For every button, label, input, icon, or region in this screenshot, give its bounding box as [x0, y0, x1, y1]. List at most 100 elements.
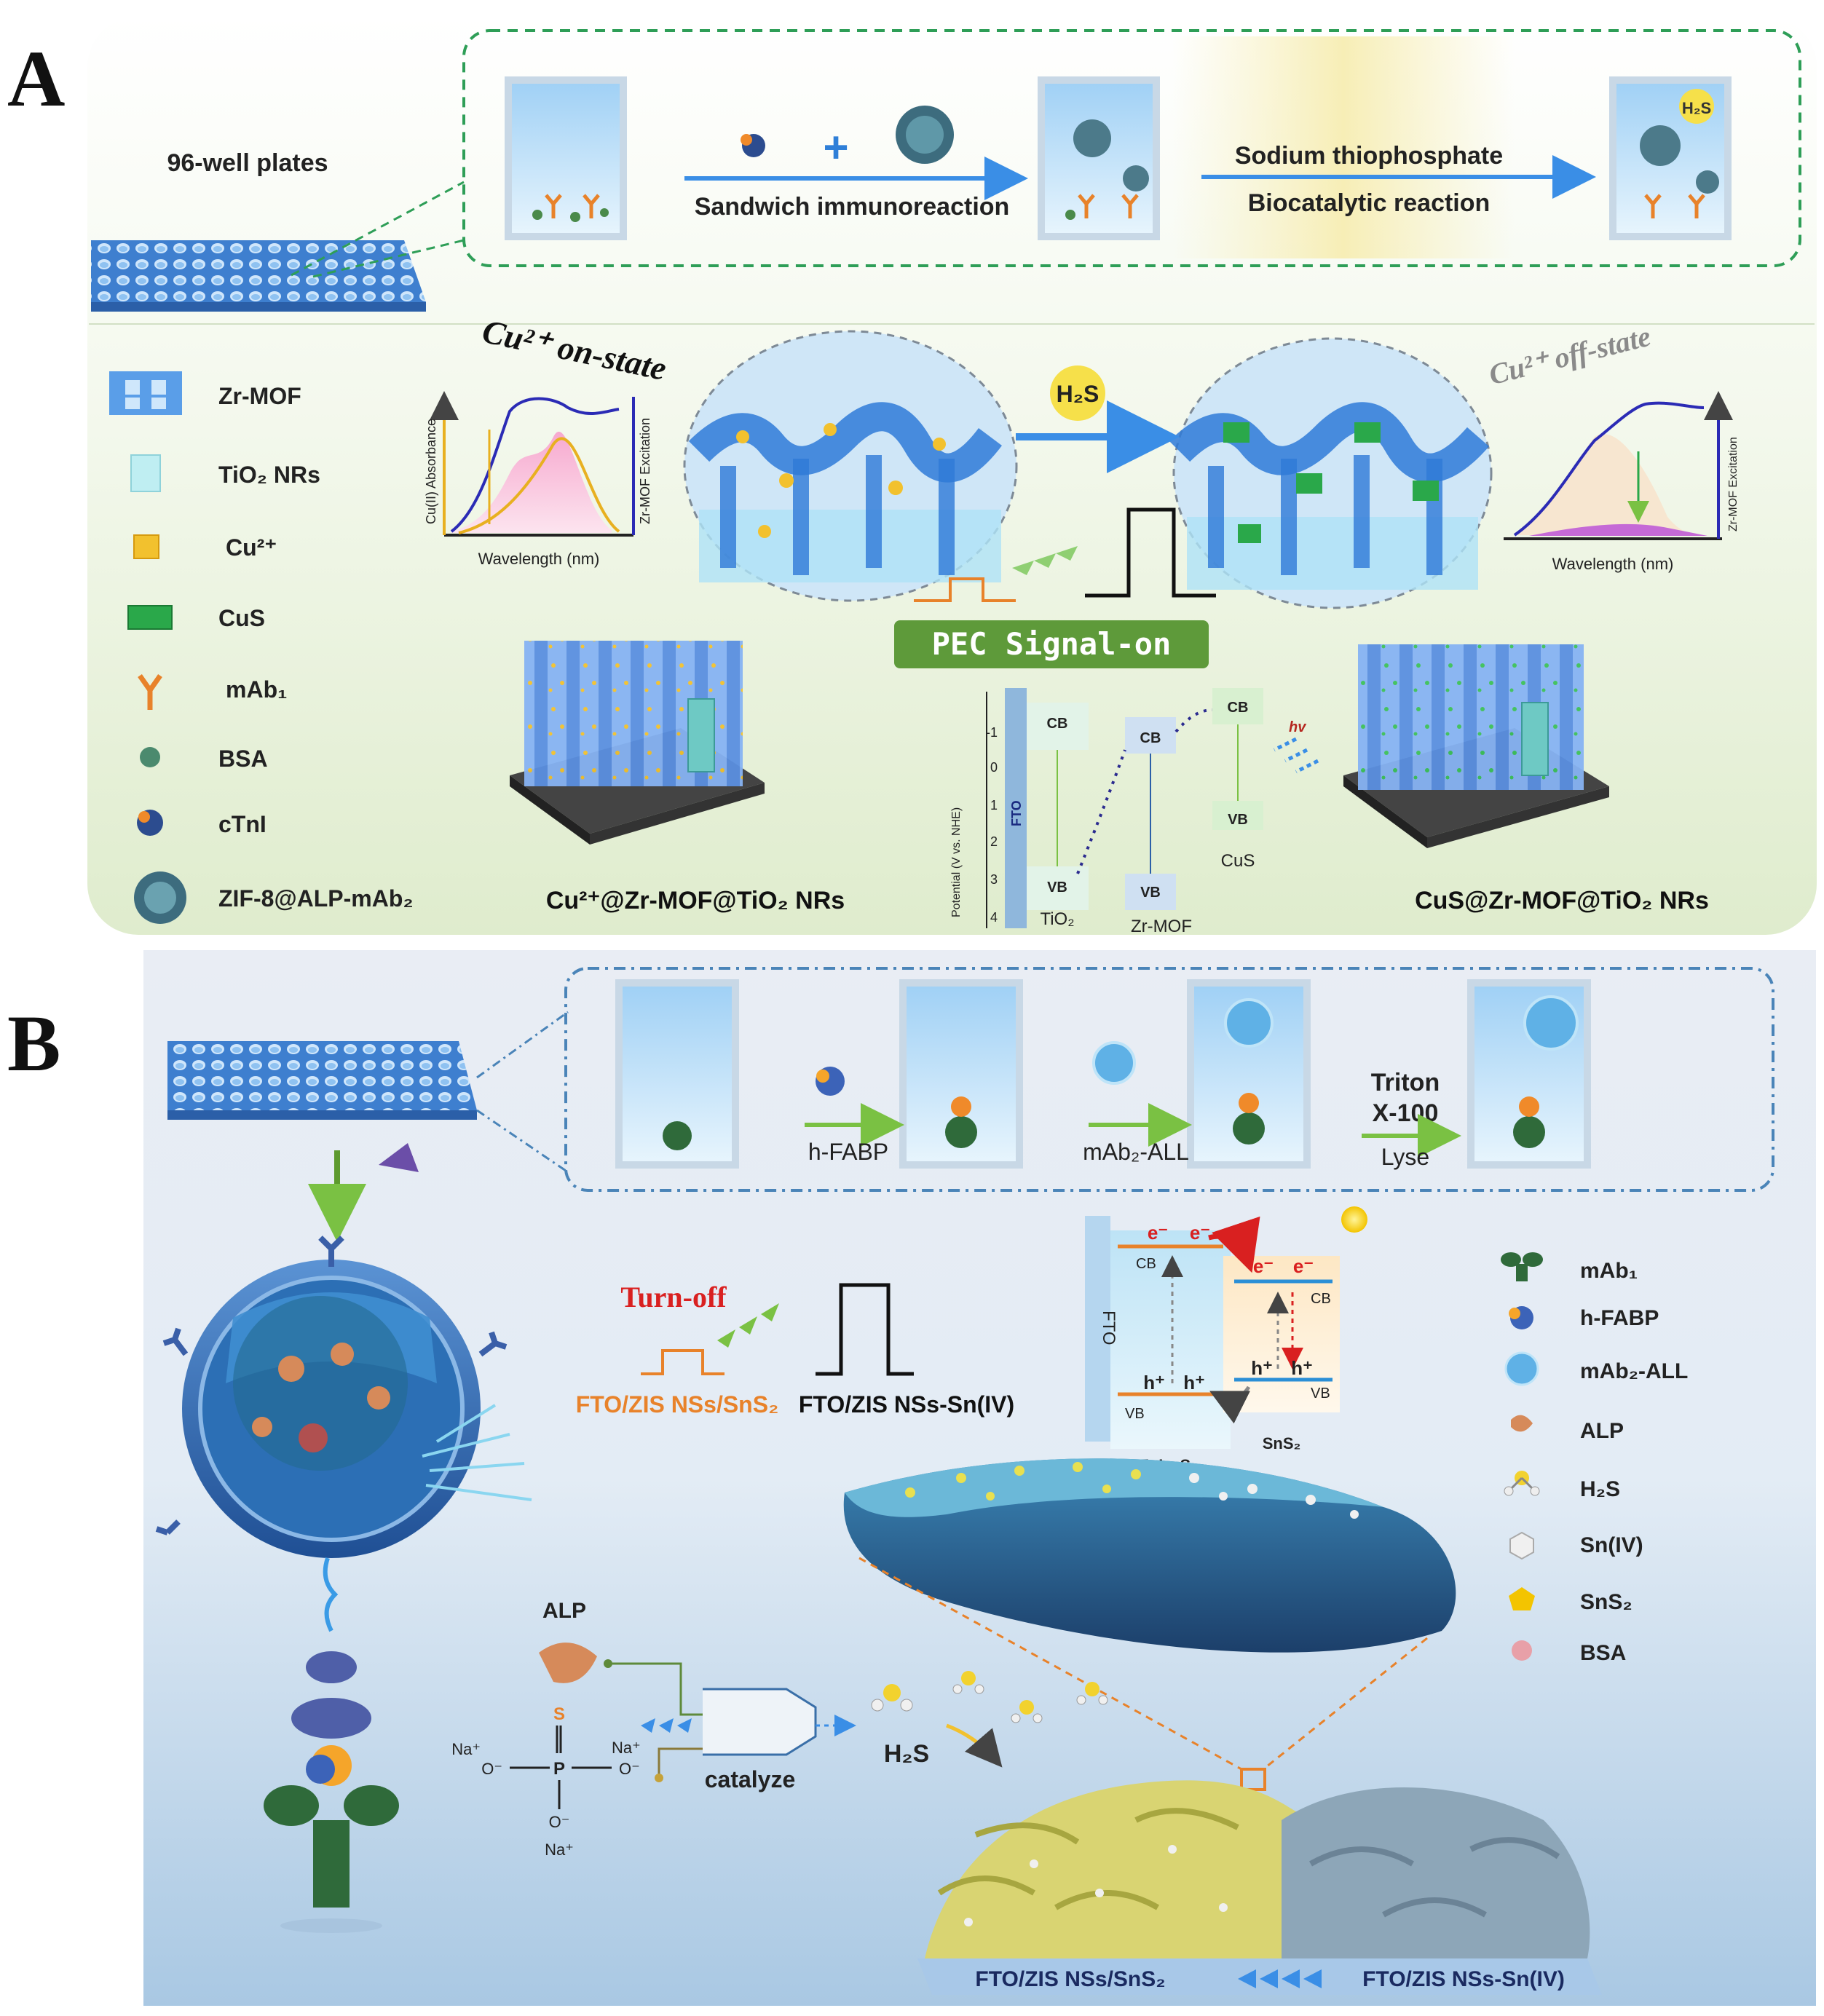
tio2-label: TiO₂ — [1040, 909, 1074, 929]
legend-b-mab1-icon — [1501, 1252, 1543, 1281]
left-spectrum-y2label: Zr-MOF Excitation — [638, 418, 652, 524]
plate-label-a: 96-well plates — [167, 149, 328, 177]
legend-b-mab2all-icon — [1504, 1351, 1539, 1386]
electron-transfer-arrow — [1208, 1216, 1260, 1273]
substrate-connector — [658, 1747, 703, 1778]
legend-mab1-icon — [138, 673, 162, 710]
step2-label-b: mAb₂-ALL — [1083, 1139, 1189, 1165]
legend-b-label-4: H₂S — [1580, 1477, 1620, 1501]
well-plate-a — [91, 240, 426, 312]
immunoreaction-box-a — [462, 29, 1801, 267]
light-arrows-a — [1273, 737, 1319, 774]
cus-cb-label: CB — [1228, 700, 1249, 716]
well-a1 — [505, 76, 627, 240]
legend-a-label-6: cTnI — [218, 811, 267, 837]
band-h2: h⁺ — [1183, 1372, 1205, 1394]
turn-off-small-pulse — [641, 1349, 725, 1375]
band-e4: e⁻ — [1293, 1255, 1314, 1277]
left-spectrum-xlabel: Wavelength (nm) — [478, 550, 600, 568]
h2s-molecules — [871, 1671, 1108, 1723]
legend-b-label-6: SnS₂ — [1580, 1590, 1632, 1614]
band-zis-vb: VB — [1125, 1406, 1145, 1422]
right-spectrum-y2label: Zr-MOF Excitation — [1727, 437, 1740, 531]
thio-na-left: Na⁺ — [451, 1740, 481, 1758]
right-spectrum-xlabel: Wavelength (nm) — [1552, 555, 1674, 573]
right-spectrum-fill — [1515, 434, 1707, 536]
energy-tick-1: 0 — [990, 760, 998, 775]
legend-bsa-icon — [140, 747, 160, 767]
pec-large-pulse — [1085, 507, 1216, 598]
zoom-line-b1 — [476, 1011, 569, 1079]
thio-na-bottom: Na⁺ — [545, 1841, 574, 1859]
zrmof-vb-label: VB — [1140, 885, 1161, 901]
reaction-chamber — [703, 1688, 817, 1756]
tio2-cb-label: CB — [1047, 716, 1068, 732]
legend-b: mAb₁ h-FABP mAb₂-ALL ALP H₂S Sn(IV) SnS₂… — [1501, 1252, 1688, 1665]
legend-b-sniv-icon — [1509, 1531, 1534, 1560]
band-h3: h⁺ — [1251, 1357, 1273, 1379]
left-spectrum-blue-curve — [450, 397, 620, 533]
legend-a-label-1: TiO₂ NRs — [218, 462, 320, 488]
immunoreaction-box-b — [564, 967, 1774, 1192]
well-a2 — [1038, 76, 1160, 240]
legend-b-label-2: mAb₂-ALL — [1580, 1359, 1688, 1383]
on-state-circle — [683, 330, 1018, 602]
left-spectrum-yellow-curve — [458, 437, 620, 534]
panel-a: A 96-well plates — [7, 16, 1817, 936]
h2s-curve-arrow — [946, 1723, 1003, 1768]
energy-tick-4: 3 — [990, 872, 998, 887]
alp-connector — [608, 1662, 703, 1716]
zoom-line-b4 — [1263, 1637, 1428, 1771]
zrmof-label: Zr-MOF — [1131, 917, 1192, 936]
legend-b-alp-icon — [1511, 1415, 1533, 1432]
legend-b-sns2-icon — [1509, 1587, 1535, 1610]
band-sns2-vb: VB — [1311, 1385, 1330, 1402]
thiophosphate-structure — [510, 1726, 612, 1809]
tio2-vb-label: VB — [1047, 879, 1067, 896]
wells-b — [615, 979, 1591, 1169]
hv-label-a: hv — [1289, 719, 1307, 735]
pec-small-pulse — [914, 577, 1016, 602]
legend-cus-icon — [127, 605, 173, 630]
left-spectrum-ylabel: Cu(II) Absorbance — [424, 419, 438, 524]
zoom-line-a2 — [312, 239, 465, 278]
legend-b-label-0: mAb₁ — [1580, 1259, 1638, 1283]
thio-o-bottom: O⁻ — [549, 1813, 570, 1831]
energy-tick-3: 2 — [990, 834, 998, 849]
left-electrode-a — [510, 641, 765, 845]
legend-a-label-4: mAb₁ — [226, 676, 287, 703]
legend-a-label-5: BSA — [218, 746, 268, 772]
alp-label-b: ALP — [542, 1599, 586, 1623]
right-spectrum — [1504, 391, 1733, 540]
step3-top1-label: Triton — [1371, 1069, 1440, 1096]
right-electrode-a — [1343, 644, 1609, 848]
pec-chevrons — [1012, 546, 1078, 575]
band-sns2-label: SnS₂ — [1263, 1434, 1301, 1452]
cus-vb-box — [1212, 801, 1263, 830]
sun-icon — [1341, 1206, 1367, 1233]
legend-a-label-2: Cu²⁺ — [226, 534, 277, 561]
bottom-left-label: FTO/ZIS NSs/SnS₂ — [975, 1967, 1165, 1991]
left-signal-label: FTO/ZIS NSs/SnS₂ — [576, 1391, 779, 1418]
step1-label-a: Sandwich immunoreaction — [695, 193, 1010, 221]
pec-badge — [894, 620, 1209, 668]
flower-electrode — [917, 1780, 1602, 1995]
legend-a-label-3: CuS — [218, 605, 265, 631]
legend-zif-core — [144, 882, 176, 914]
alp-connector-dot — [604, 1659, 612, 1668]
zif-icon-core — [906, 116, 944, 154]
step3-top2-label: X-100 — [1373, 1099, 1439, 1127]
step2-bottom-label-a: Biocatalytic reaction — [1248, 189, 1491, 217]
well-plate-b — [167, 1041, 477, 1120]
ctni-icon-dot — [741, 134, 752, 146]
energy-diagram-a — [986, 688, 1263, 928]
energy-ylabel: Potential (V vs. NHE) — [950, 807, 963, 917]
thio-o-right: O⁻ — [619, 1760, 640, 1778]
legend-tio2-icon — [130, 454, 161, 492]
mab2-all-icon-b — [1092, 1041, 1136, 1085]
cus-cb-box — [1212, 688, 1263, 724]
antibody-stack-b — [264, 1651, 399, 1933]
tio2-cb-box — [1027, 703, 1089, 750]
legend-a-label-0: Zr-MOF — [218, 383, 301, 409]
fto-bar-a — [1005, 688, 1027, 928]
